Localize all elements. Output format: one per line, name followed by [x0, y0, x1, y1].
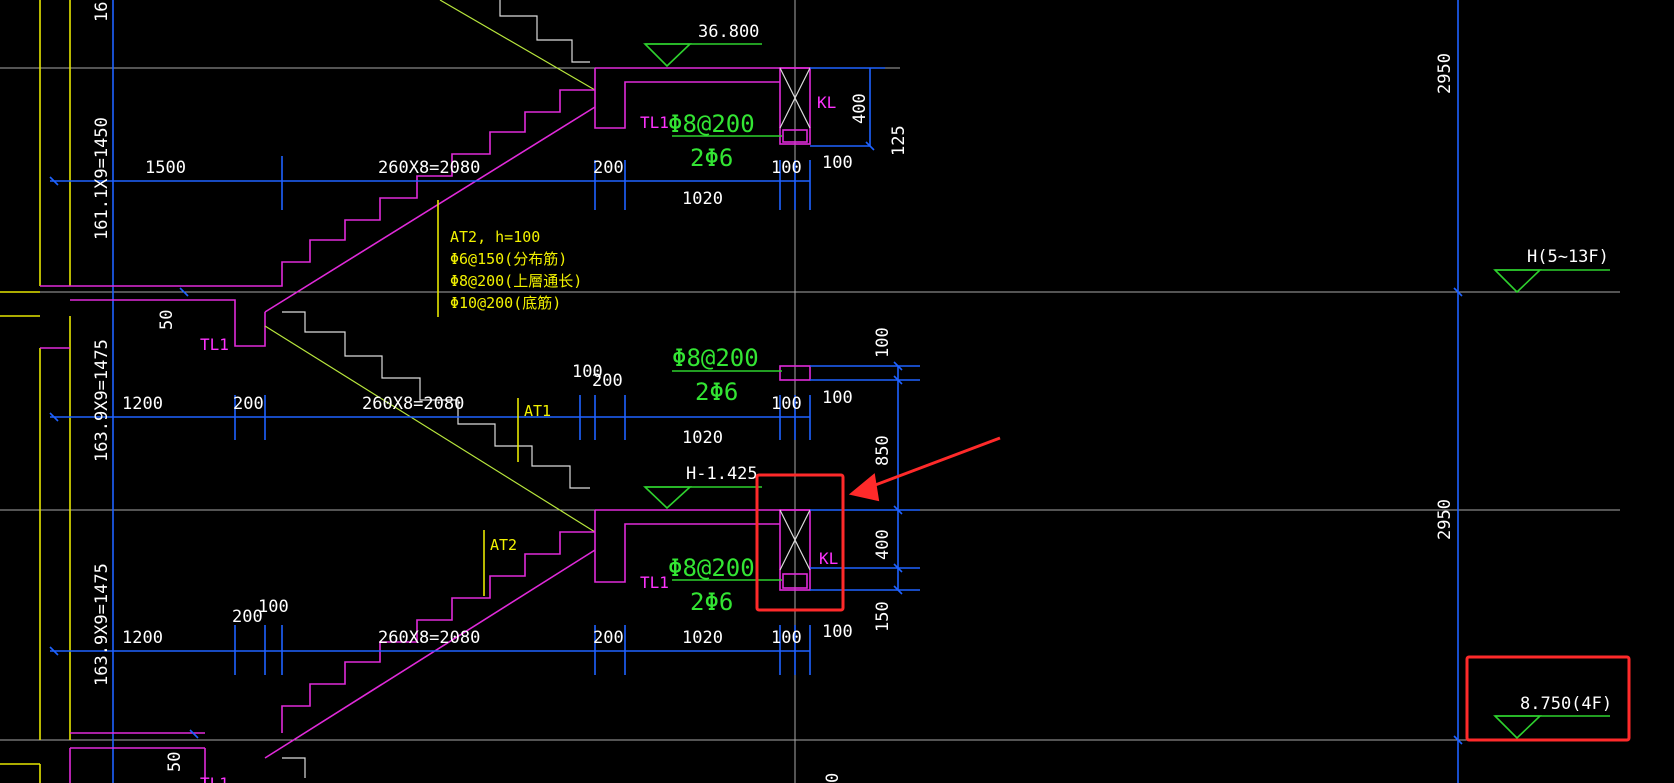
at-leaders — [437, 200, 519, 596]
rebar-leaders — [672, 135, 782, 581]
at2-spec-line1: AT2, h=100 — [450, 228, 540, 246]
row3-dim-100b: 100 — [771, 628, 802, 648]
row1-dim-1020: 1020 — [682, 189, 723, 209]
label-kl-top: KL — [817, 93, 836, 112]
right-dim-100: 100 — [873, 327, 893, 358]
row3-dim-1020: 1020 — [682, 628, 723, 648]
row1-dim-200: 200 — [593, 158, 624, 178]
red-arrow — [848, 436, 1001, 502]
left-wall — [0, 0, 206, 783]
right-dim-150: 150 — [873, 601, 893, 632]
slab-thickness-upper: 50 — [157, 310, 177, 330]
elevation-label-right-upper: H(5~13F) — [1527, 247, 1609, 267]
label-tl1-left: TL1 — [200, 335, 229, 354]
label-at1: AT1 — [524, 402, 551, 420]
far-right-dim-upper: 2950 — [1435, 53, 1455, 94]
left-dim-top-partial: 16 — [92, 2, 112, 22]
row3-dim-1200: 1200 — [122, 628, 163, 648]
row2-dim-200a: 200 — [233, 394, 264, 414]
row2-dim-100b: 100 — [771, 394, 802, 414]
at2-spec-line3: Φ8@200(上層通长) — [450, 272, 582, 290]
row2-dim-200b: 200 — [592, 371, 623, 391]
row2-dim-1200: 1200 — [122, 394, 163, 414]
label-tl1-bottom: TL1 — [640, 573, 669, 592]
red-highlight-kl-box — [755, 473, 845, 612]
elevation-marker-mid: H-1.425 — [643, 464, 762, 510]
row1-dim-2080: 260X8=2080 — [378, 158, 480, 178]
right-dim-400-bottom: 400 — [873, 529, 893, 560]
elevation-label-mid: H-1.425 — [686, 464, 758, 484]
row3-dim-100a: 100 — [258, 597, 289, 617]
right-dim-850: 850 — [873, 435, 893, 466]
row2-dim-100c: 100 — [822, 388, 853, 408]
row3-dim-100c: 100 — [822, 622, 853, 642]
row1-dim-100a: 100 — [771, 158, 802, 178]
dimension-ticks — [49, 141, 1463, 745]
label-at2: AT2 — [490, 536, 517, 554]
dimension-lines — [50, 0, 1459, 783]
row3-dim-2080: 260X8=2080 — [378, 628, 480, 648]
top-stair-flight — [70, 0, 810, 347]
row3-dim-200a: 200 — [232, 607, 263, 627]
beam-sections — [779, 67, 811, 591]
left-dim-middle: 163.9X9=1475 — [92, 339, 112, 462]
row1-dim-1500: 1500 — [145, 158, 186, 178]
row2-dim-2080: 260X8=2080 — [362, 394, 464, 414]
slab-thickness-lower: 50 — [165, 752, 185, 772]
elevation-label-right-lower: 8.750(4F) — [1520, 694, 1612, 714]
at2-spec-line2: Φ6@150(分布筋) — [450, 250, 567, 268]
label-kl-bottom: KL — [819, 549, 838, 568]
elevation-marker-right-upper: H(5~13F) — [1493, 247, 1610, 294]
row2-dim-100a: 100 — [572, 362, 603, 382]
right-dim-125: 125 — [889, 125, 909, 156]
row1-dim-100b: 100 — [822, 153, 853, 173]
row2-dim-1020: 1020 — [682, 428, 723, 448]
rebar-bot-sub: 2Φ6 — [690, 588, 733, 616]
left-dim-lower: 163.9X9=1475 — [92, 563, 112, 686]
far-right-dim-lower: 2950 — [1435, 499, 1455, 540]
rebar-bot-main: Φ8@200 — [668, 554, 755, 582]
middle-stair-flight — [264, 311, 810, 778]
label-tl1-top: TL1 — [640, 113, 669, 132]
elevation-marker-right-lower: 8.750(4F) — [1493, 694, 1612, 740]
left-dim-upper: 161.1X9=1450 — [92, 117, 112, 240]
red-highlight-elevation-box — [1465, 655, 1631, 742]
label-tl1-cut: TL1 — [200, 774, 229, 783]
elevation-label-top: 36.800 — [698, 22, 759, 42]
elevation-marker-top: 36.800 — [643, 22, 762, 68]
rebar-mid-sub: 2Φ6 — [695, 378, 738, 406]
row3-dim-200b: 200 — [593, 628, 624, 648]
right-dim-400-top: 400 — [850, 93, 870, 124]
rebar-top-sub: 2Φ6 — [690, 144, 733, 172]
at2-spec-line4: Φ10@200(底筋) — [450, 294, 561, 312]
rebar-top-main: Φ8@200 — [668, 110, 755, 138]
rebar-mid-main: Φ8@200 — [672, 344, 759, 372]
right-dim-bottom-partial: 0 — [823, 773, 843, 783]
